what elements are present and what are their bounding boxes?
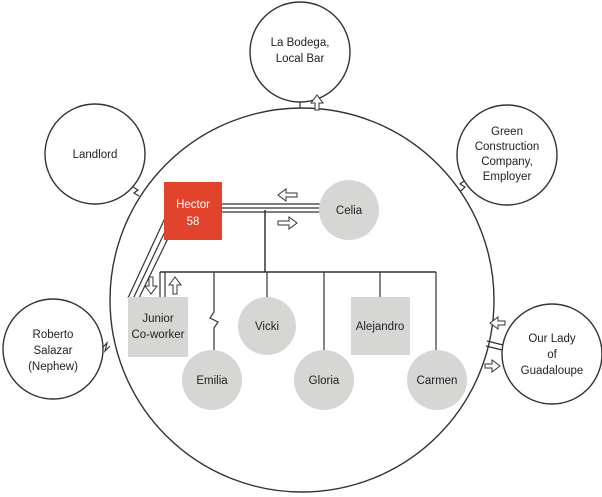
hollow-arrow-icon (277, 188, 298, 202)
employer-label: Construction (475, 141, 540, 153)
carmen-node (407, 350, 467, 410)
church-connection-line (486, 340, 504, 346)
employer-label: Employer (483, 171, 532, 183)
vicki-node (238, 297, 296, 355)
bar-circle (249, 1, 351, 103)
church-label: of (547, 349, 557, 361)
church-connection-line (485, 345, 503, 351)
bar-label: La Bodega, (271, 37, 330, 49)
hector-name: Hector (176, 199, 210, 211)
alejandro-node (351, 297, 410, 355)
junior-node (128, 297, 188, 357)
landlord-circle (44, 103, 146, 205)
junior-name: Junior (142, 313, 173, 325)
hollow-arrow-icon (144, 276, 158, 295)
employer-circle (456, 104, 558, 206)
hollow-arrow-icon (168, 276, 182, 295)
nephew-circle (2, 298, 104, 400)
household-boundary-circle (109, 107, 495, 493)
alejandro-name: Alejandro (356, 321, 405, 333)
hollow-arrow-icon (277, 216, 298, 230)
emilia-node (182, 350, 242, 410)
hector-age: 58 (187, 216, 200, 228)
celia-name: Celia (336, 205, 363, 217)
nephew-label: (Nephew) (28, 361, 78, 373)
vicki-name: Vicki (255, 321, 279, 333)
junior-role: Co-worker (131, 329, 184, 341)
celia-node (319, 180, 379, 240)
hector-node (164, 182, 222, 240)
bar-label: Local Bar (276, 53, 325, 65)
hollow-arrow-icon (310, 94, 324, 111)
nephew-stress-line (102, 341, 111, 353)
nephew-label: Salazar (34, 345, 73, 357)
landlord-stress-line (132, 186, 140, 197)
employer-label: Company, (481, 156, 533, 168)
coworker-connection-line (132, 220, 171, 300)
carmen-name: Carmen (417, 375, 458, 387)
gloria-node (294, 350, 354, 410)
church-label: Our Lady (528, 333, 576, 345)
employer-label: Green (491, 126, 523, 138)
coworker-connection-line (127, 217, 166, 299)
hollow-arrow-icon (489, 316, 506, 330)
gloria-name: Gloria (309, 375, 340, 387)
church-label: Guadaloupe (521, 365, 584, 377)
landlord-label: Landlord (73, 149, 118, 161)
nephew-label: Roberto (33, 329, 74, 341)
church-circle (501, 303, 602, 405)
emilia-stress-line (209, 272, 219, 352)
employer-stress-line (458, 180, 466, 192)
emilia-name: Emilia (196, 375, 228, 387)
hollow-arrow-icon (484, 359, 501, 373)
